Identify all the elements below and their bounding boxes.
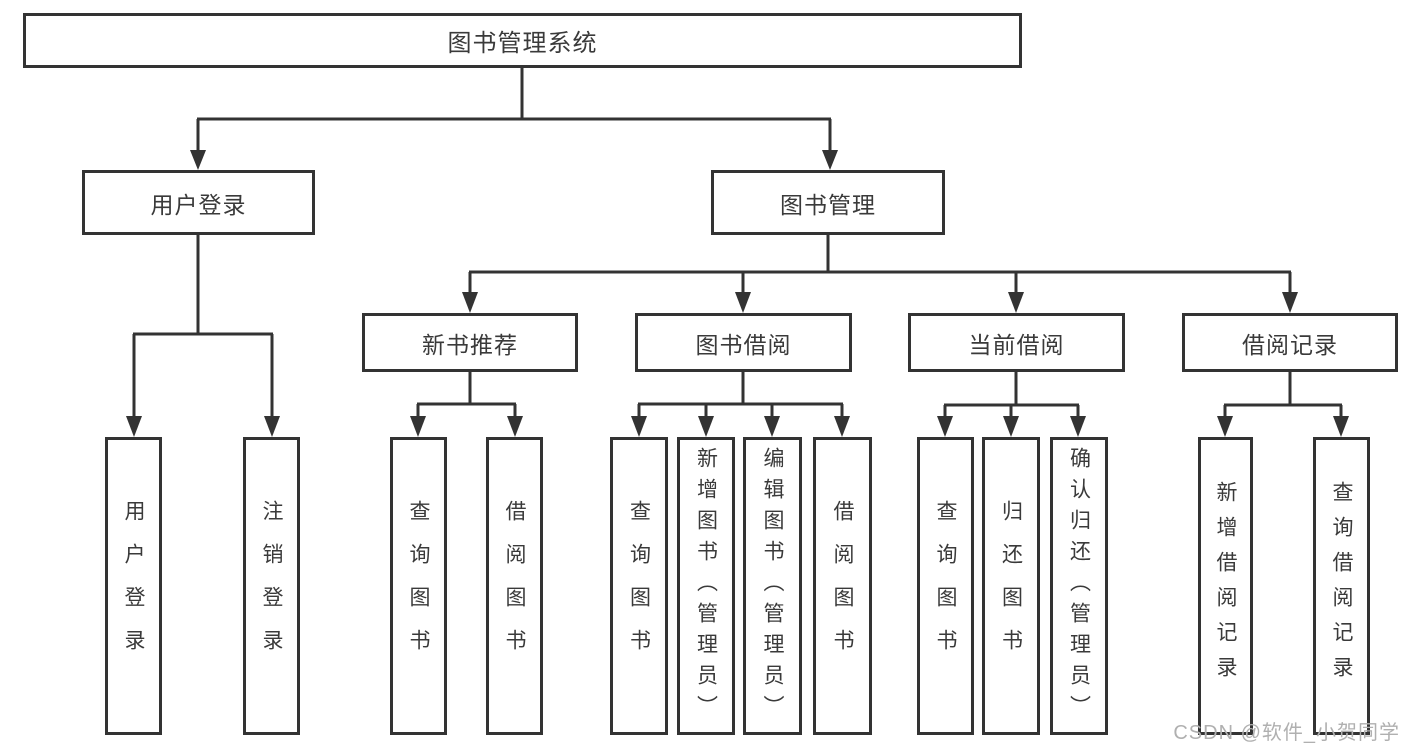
node-label: 用户登录	[150, 191, 247, 218]
node-label: 图书管理系统	[447, 30, 598, 57]
node-borrow-records: 借阅记录	[1182, 313, 1398, 372]
node-user-login: 用户登录	[82, 170, 315, 235]
node-new-book-recommend: 新书推荐	[362, 313, 578, 372]
node-book-borrowing: 图书借阅	[635, 313, 852, 372]
leaf-query-books-current: 查询图书	[917, 437, 974, 735]
node-label: 查询借阅记录	[1330, 481, 1353, 691]
node-label: 编辑图书（管理员）	[761, 446, 784, 726]
node-book-management: 图书管理	[711, 170, 945, 235]
node-label: 当前借阅	[968, 331, 1065, 358]
leaf-query-borrow-record: 查询借阅记录	[1313, 437, 1370, 735]
leaf-user-login: 用户登录	[105, 437, 162, 735]
node-label: 借阅记录	[1242, 331, 1338, 358]
node-current-borrowing: 当前借阅	[908, 313, 1125, 372]
leaf-borrow-books-recommend: 借阅图书	[486, 437, 543, 735]
node-label: 图书借阅	[695, 331, 792, 358]
leaf-confirm-return-admin: 确认归还（管理员）	[1050, 437, 1108, 735]
node-label: 用户登录	[122, 500, 145, 672]
leaf-query-books-borrow: 查询图书	[610, 437, 668, 735]
node-label: 查询图书	[627, 500, 651, 672]
node-label: 注销登录	[260, 500, 283, 672]
leaf-add-borrow-record: 新增借阅记录	[1198, 437, 1253, 735]
csdn-watermark: CSDN @软件_小贺同学	[1173, 722, 1400, 744]
node-label: 查询图书	[407, 500, 430, 672]
leaf-borrow-books: 借阅图书	[813, 437, 872, 735]
node-library-management-system: 图书管理系统	[23, 13, 1022, 68]
leaf-query-books-recommend: 查询图书	[390, 437, 447, 735]
leaf-logout: 注销登录	[243, 437, 300, 735]
leaf-edit-books-admin: 编辑图书（管理员）	[743, 437, 802, 735]
node-label: 图书管理	[780, 191, 876, 218]
node-label: 新增借阅记录	[1214, 481, 1237, 691]
leaf-return-books: 归还图书	[982, 437, 1040, 735]
node-label: 新书推荐	[422, 331, 518, 358]
node-label: 查询图书	[934, 500, 957, 672]
node-label: 新增图书（管理员）	[694, 446, 718, 726]
node-label: 借阅图书	[831, 500, 854, 672]
leaf-add-books-admin: 新增图书（管理员）	[677, 437, 735, 735]
node-label: 借阅图书	[503, 500, 526, 672]
node-label: 确认归还（管理员）	[1067, 446, 1091, 726]
node-label: 归还图书	[999, 500, 1023, 672]
